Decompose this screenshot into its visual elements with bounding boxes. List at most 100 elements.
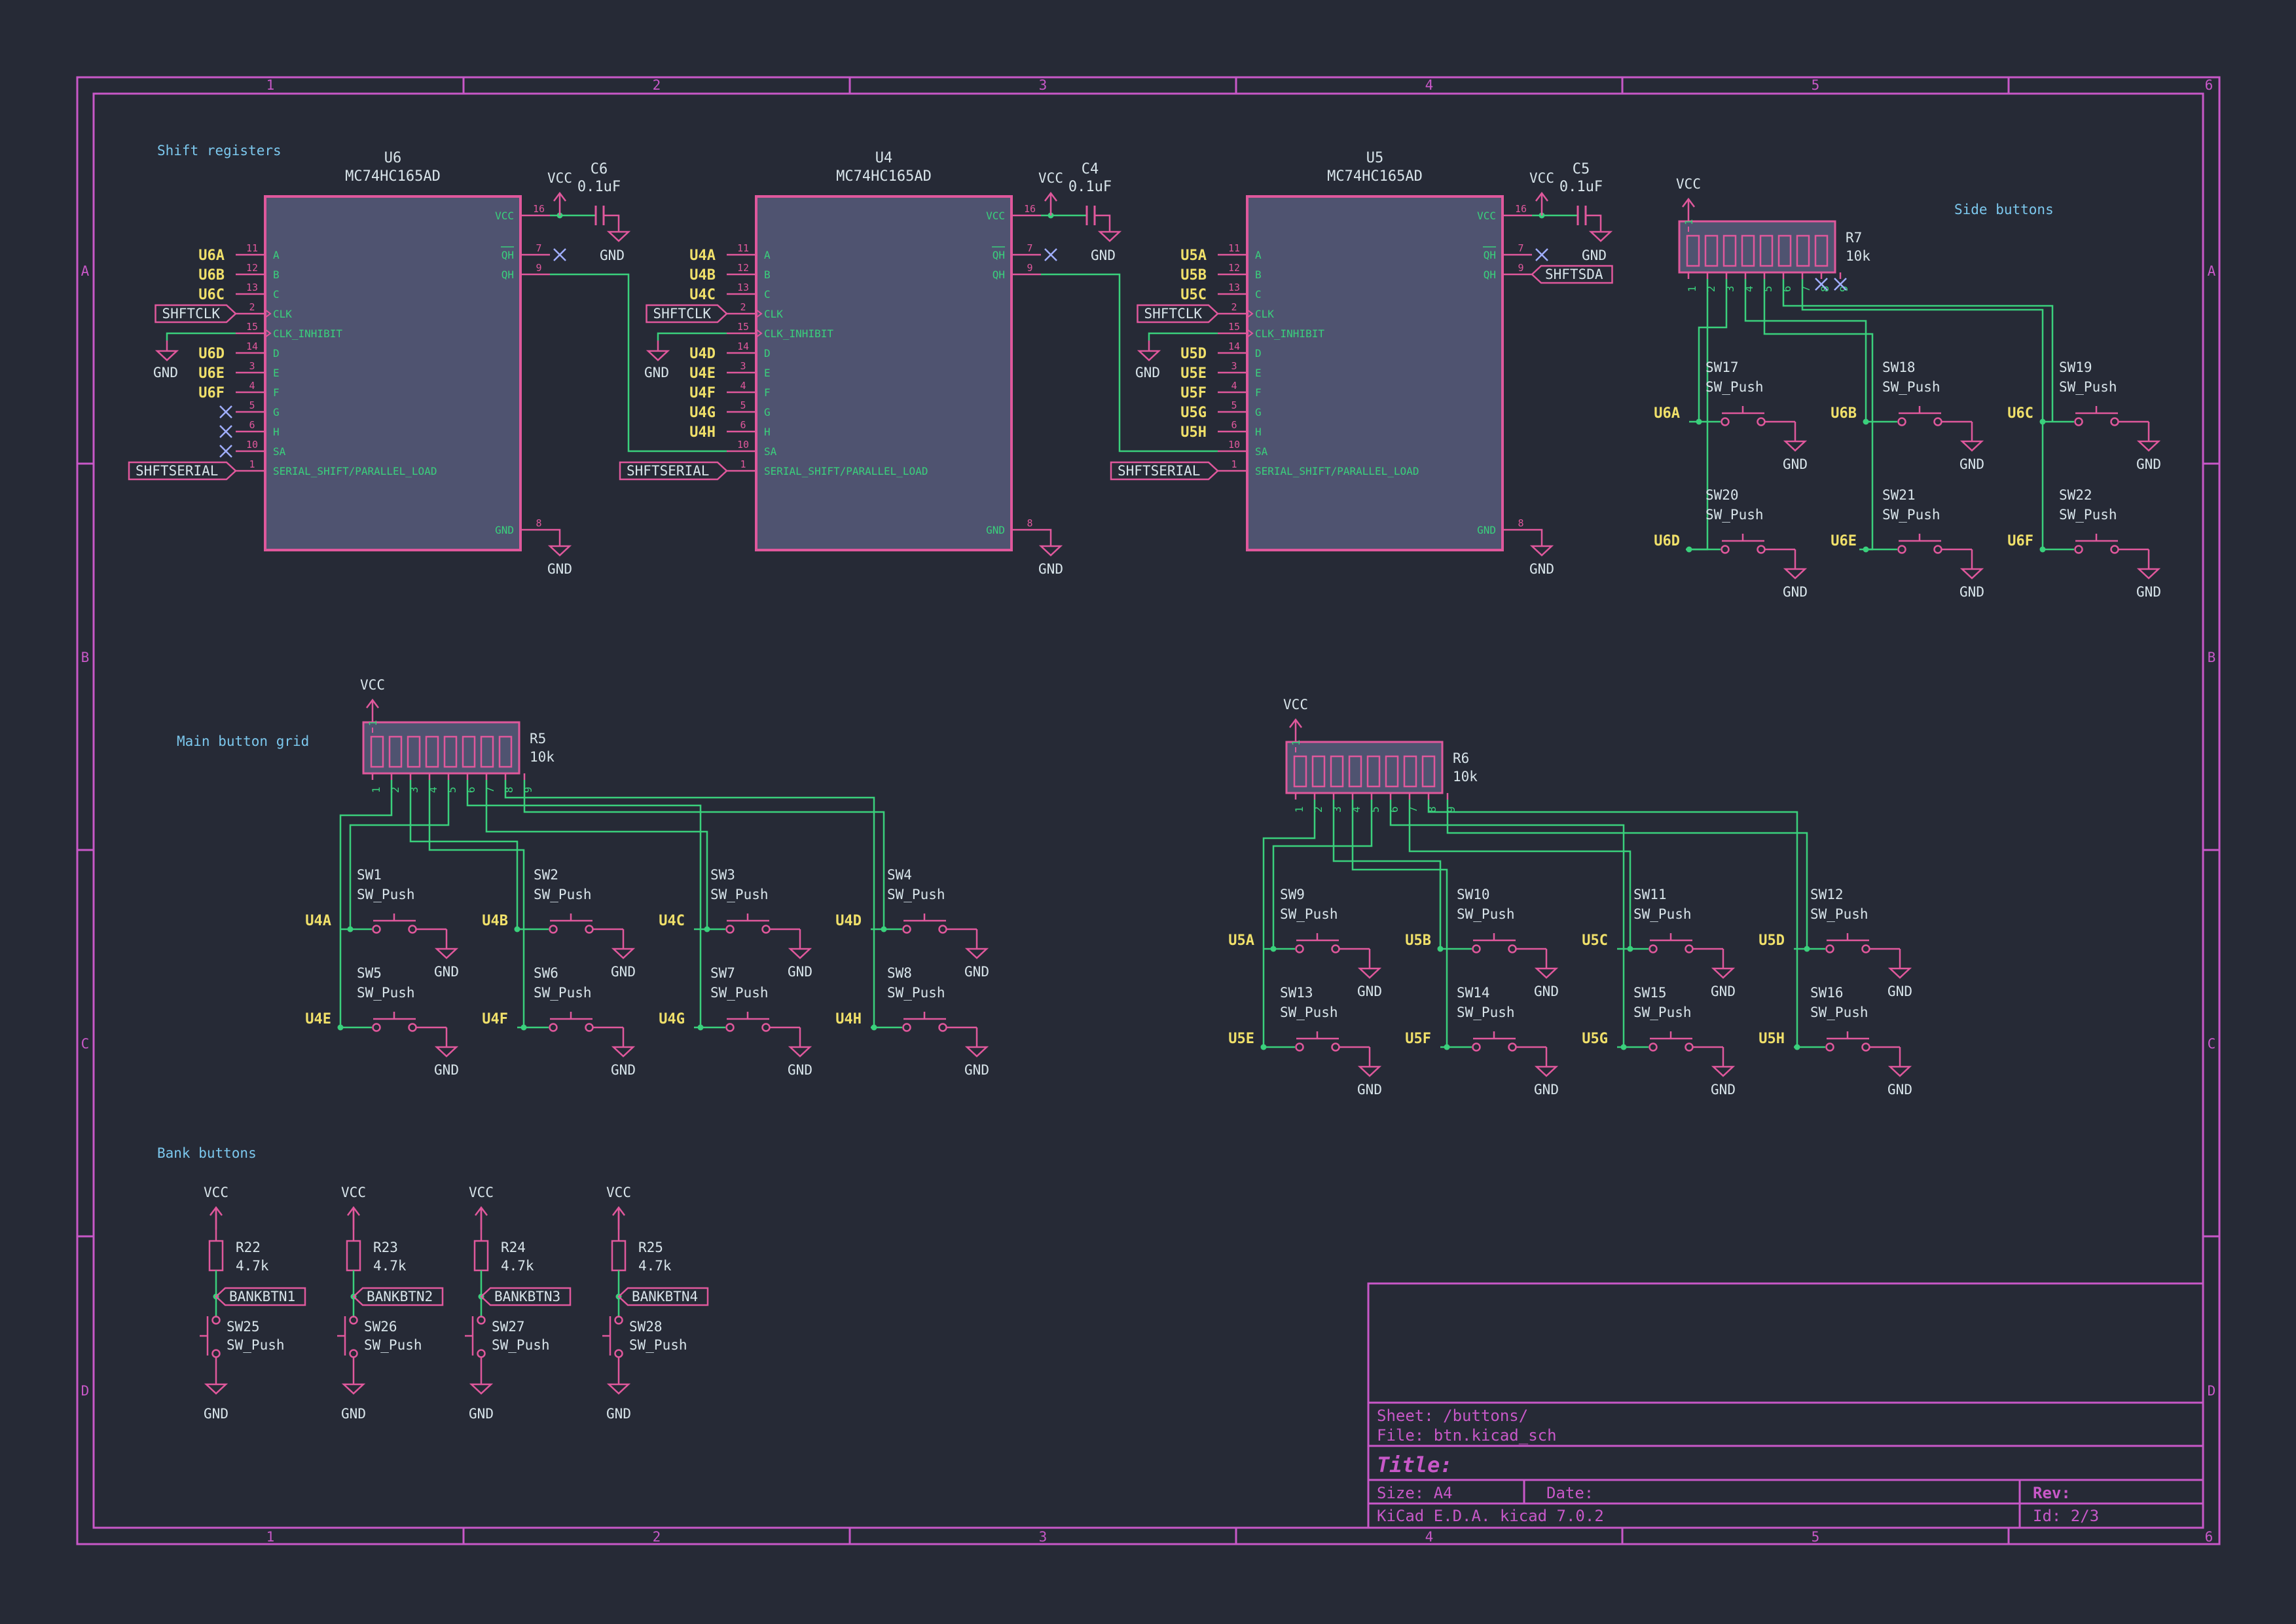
col-label-top: 3 bbox=[1039, 77, 1048, 93]
switch-gnd: GND bbox=[611, 1037, 636, 1078]
bank-gnd-label: GND bbox=[469, 1406, 494, 1422]
ic-pin-number: 11 bbox=[246, 242, 258, 254]
ic-pin-name: B bbox=[1255, 268, 1262, 281]
rn-resistor bbox=[1421, 755, 1436, 788]
switch-gnd: GND bbox=[1534, 958, 1559, 999]
switch-value: SW_Push bbox=[629, 1337, 687, 1353]
net-label: U5G bbox=[1582, 1031, 1608, 1047]
input-net-label: U4D bbox=[689, 346, 716, 362]
input-net-label: U6A bbox=[198, 248, 225, 264]
cap-gnd-label: GND bbox=[1091, 248, 1116, 263]
switch-ref: SW25 bbox=[227, 1319, 260, 1335]
ic-pin-number: 4 bbox=[740, 380, 746, 392]
ic-pin-name: E bbox=[1255, 367, 1262, 379]
rn-resistor bbox=[462, 735, 476, 768]
switch-contact bbox=[1472, 944, 1481, 953]
rn-value: 10k bbox=[530, 749, 555, 765]
gnd-triangle bbox=[434, 948, 459, 959]
gnd-triangle bbox=[2136, 440, 2161, 452]
switch-contact bbox=[1757, 417, 1766, 426]
rn-pin-number: 2 bbox=[389, 786, 401, 793]
gnd-triangle bbox=[964, 948, 989, 959]
label-text: SHFTSERIAL bbox=[1118, 463, 1200, 479]
label-outline bbox=[646, 304, 728, 323]
switch-value: SW_Push bbox=[2059, 507, 2117, 523]
ic-ref: U5 bbox=[1366, 150, 1384, 166]
vcc-label: VCC bbox=[1038, 170, 1063, 186]
ic-pin-number: 15 bbox=[737, 321, 749, 333]
ic-pin-name: D bbox=[273, 347, 280, 360]
switch-contact bbox=[761, 925, 771, 934]
label-outline bbox=[617, 1287, 709, 1306]
switch-gnd: GND bbox=[434, 938, 459, 980]
gnd-triangle bbox=[611, 948, 636, 959]
gnd-triangle bbox=[611, 1046, 636, 1058]
ic-pin-number: 8 bbox=[1518, 517, 1523, 529]
gnd-triangle bbox=[606, 231, 631, 242]
net-label: U4F bbox=[482, 1011, 508, 1027]
ic-pin-name: A bbox=[764, 249, 771, 261]
switch-value: SW_Push bbox=[1633, 906, 1692, 922]
label-text: BANKBTN4 bbox=[632, 1289, 698, 1304]
ic-body bbox=[1246, 195, 1504, 551]
switch-value: SW_Push bbox=[1705, 379, 1764, 395]
rn-pin-number: 6 bbox=[1781, 286, 1793, 292]
label-shftclk: SHFTCLK bbox=[1137, 304, 1219, 323]
section-bank-buttons: Bank buttons bbox=[157, 1145, 257, 1161]
ic-pin-name: F bbox=[273, 386, 280, 399]
ic-body bbox=[755, 195, 1013, 551]
vcc-label: VCC bbox=[1283, 697, 1308, 712]
switch-value: SW_Push bbox=[887, 985, 945, 1001]
rn-resistor bbox=[480, 735, 494, 768]
switch-gnd: GND bbox=[788, 1037, 812, 1078]
grid-wire bbox=[1332, 800, 1442, 949]
gnd-triangle bbox=[1783, 568, 1808, 580]
nc-stroke bbox=[219, 425, 232, 438]
no-connect-marker bbox=[219, 405, 232, 418]
net-label: U4D bbox=[835, 913, 862, 929]
ic-pin-name: SERIAL_SHIFT/PARALLEL_LOAD bbox=[273, 465, 437, 477]
no-connect-marker bbox=[1535, 248, 1548, 261]
net-label: U6B bbox=[1831, 405, 1857, 422]
rn-resistor bbox=[407, 735, 421, 768]
switch-contact bbox=[725, 925, 735, 934]
gnd-triangle bbox=[1887, 967, 1912, 979]
label-outline bbox=[128, 461, 237, 481]
input-net-label: U5G bbox=[1180, 405, 1207, 421]
gnd-label: GND bbox=[1959, 456, 1984, 472]
resistor-body bbox=[346, 1240, 361, 1272]
gnd-label: GND bbox=[1711, 1082, 1736, 1098]
ic-pin-number: 14 bbox=[1228, 341, 1240, 352]
vcc-arrow bbox=[612, 1206, 625, 1216]
gnd-triangle bbox=[155, 350, 179, 361]
label-outline bbox=[619, 461, 728, 481]
input-net-label: U6C bbox=[198, 287, 225, 303]
label-shftserial: SHFTSERIAL bbox=[619, 461, 728, 481]
rn-resistor bbox=[1348, 755, 1362, 788]
gnd-label: GND bbox=[611, 1062, 636, 1078]
rn-ref: R6 bbox=[1453, 750, 1469, 766]
resistor-value: 4.7k bbox=[501, 1258, 534, 1274]
ic-pin-name: A bbox=[1255, 249, 1262, 261]
switch-value: SW_Push bbox=[1705, 507, 1764, 523]
ic-pin-name: CLK bbox=[1255, 308, 1274, 320]
rn-pin-number: 7 bbox=[1800, 286, 1812, 292]
bank-label: BANKBTN3 bbox=[480, 1287, 572, 1306]
ic-pin-number: 2 bbox=[249, 301, 255, 313]
switch-contact bbox=[477, 1349, 486, 1358]
label-text: SHFTSERIAL bbox=[627, 463, 709, 479]
col-label-bottom: 3 bbox=[1039, 1529, 1048, 1545]
gnd-triangle bbox=[2136, 568, 2161, 580]
ic-pin-number: 15 bbox=[1228, 321, 1240, 333]
gnd-label: GND bbox=[1529, 561, 1554, 577]
ic-pin-name: GND bbox=[1477, 524, 1496, 536]
input-net-label: U6D bbox=[198, 346, 225, 362]
